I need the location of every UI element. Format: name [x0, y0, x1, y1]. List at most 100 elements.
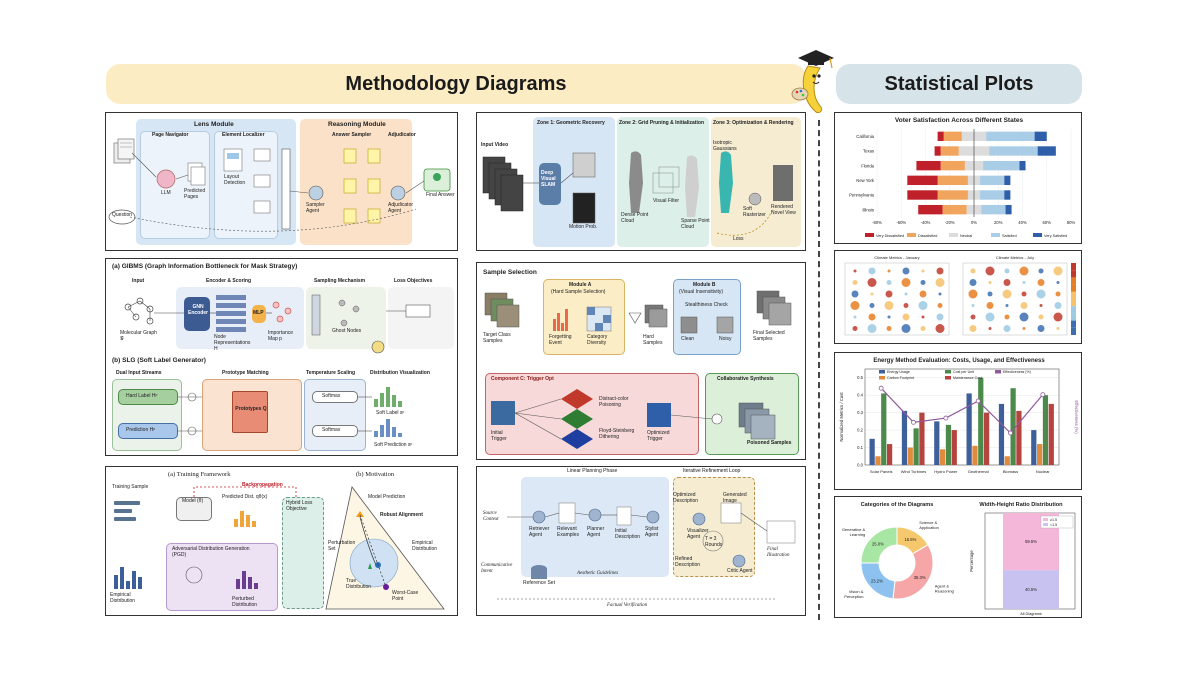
voter-bar-dissatisfied [937, 190, 968, 200]
stylist-label: Stylist Agent [645, 526, 659, 538]
climate-panel-title: Climate Metrics - July [996, 255, 1034, 260]
motivation-title: (b) Motivation [356, 471, 395, 478]
predicted-pages-label: Predicted Pages [184, 188, 206, 200]
climate-colorbar-cell [1071, 284, 1076, 292]
climate-dot [935, 324, 945, 333]
perturbation-set-label: Perturbation Set [328, 540, 356, 552]
element-localizer-title: Element Localizer [222, 132, 265, 138]
energy-category-label: Wind Turbines [901, 469, 927, 474]
voter-bar-satisfied [980, 190, 1005, 200]
pie-category-label: Reasoning [935, 588, 954, 593]
final-selected-label: Final Selected Samples [753, 330, 785, 342]
sparse-point-cloud-label: Sparse Point Cloud [681, 218, 710, 230]
voter-category-label: Texas [863, 149, 874, 154]
gibms-title: (a) GIBMS (Graph Information Bottleneck … [112, 263, 298, 270]
prediction-box [118, 423, 178, 439]
energy-category-label: Hydro Power [934, 469, 958, 474]
optimized-trigger-label: Optimized Trigger [647, 430, 670, 442]
climate-dot [1003, 325, 1011, 332]
module-b-sub: (Visual Insensitivity) [679, 289, 724, 295]
climate-panel-title: Climate Metrics - January [874, 255, 919, 260]
voter-tick-label: 60% [1043, 220, 1052, 225]
module-a-sub: (Hard Sample Selection) [551, 289, 606, 295]
diagram-panel-planning: Linear Planning Phase Iterative Refineme… [476, 466, 806, 616]
climate-dot [921, 315, 925, 319]
climate-dot [870, 292, 874, 296]
climate-colorbar-cell [1071, 306, 1076, 314]
training-sample-label: Training Sample [112, 484, 149, 490]
initial-trigger-label: Initial Trigger [491, 430, 507, 442]
voter-legend-swatch [991, 233, 1000, 237]
statistical-banner-title: Statistical Plots [884, 72, 1034, 95]
slg-distribution-art [178, 387, 402, 437]
energy-ytick-label: 0.5 [857, 375, 863, 380]
empirical-dist-label: Empirical Distribution [412, 540, 438, 552]
climate-dot [920, 326, 926, 331]
dense-point-cloud-label: Dense Point Cloud [621, 212, 649, 224]
climate-colorbar-cell [1071, 270, 1076, 278]
climate-dot [986, 302, 994, 309]
climate-dot [987, 291, 993, 297]
ratio-value-lower: 40.5% [1025, 587, 1037, 592]
voter-bar-very-dissatisfied [907, 175, 938, 186]
voter-category-label: New York [856, 178, 875, 183]
gibms-input-header: Input [132, 278, 145, 284]
climate-dot [852, 280, 858, 285]
voter-bar-very-dissatisfied [907, 190, 938, 200]
generated-image-label: Generated Image [723, 492, 747, 504]
voter-bar-very-dissatisfied [918, 204, 943, 215]
retriever-label: Retriever Agent [529, 526, 550, 538]
hard-label-box [118, 389, 178, 405]
final-illustration-label: Final Illustration [767, 547, 790, 558]
final-answer-label: Final Answer [426, 192, 455, 198]
pie-category-label: Learning [850, 532, 866, 537]
section-divider [818, 120, 820, 620]
climate-dot [850, 301, 860, 310]
climate-colorbar-cell [1071, 263, 1076, 271]
energy-bar [983, 412, 990, 465]
soft-rasterizer-label: Soft Rasterizer [743, 206, 766, 218]
distribution-vis-header: Distribution Visualization [370, 370, 430, 376]
energy-y2label: Effectiveness (%) [1074, 400, 1079, 434]
climate-colorbar-cell [1071, 327, 1076, 335]
iterative-loop-region [673, 477, 755, 577]
aesthetic-label: Aesthetic Guidelines [577, 571, 619, 576]
noisy-label: Noisy [719, 336, 732, 342]
voter-tick-label: -40% [921, 220, 931, 225]
climate-dot [1056, 281, 1060, 284]
page-navigator-title: Page Navigator [152, 132, 189, 138]
climate-panel-frame [962, 262, 1068, 336]
planning-art [497, 502, 796, 600]
energy-effectiveness-line [880, 387, 1044, 434]
voter-legend-label: Neutral [960, 234, 972, 238]
slam-label: Deep Visual SLAM [541, 170, 556, 188]
energy-bar [934, 421, 940, 465]
backprop-label: Backpropagation [242, 482, 283, 488]
soft-label-text: Soft Label sᵖ [376, 410, 405, 416]
climate-dot [1039, 304, 1043, 307]
input-video-label: Input Video [481, 142, 509, 148]
climate-dot [918, 301, 928, 310]
climate-colorbar-cell [1071, 277, 1076, 285]
rendered-view-label: Rendered Novel View [771, 204, 796, 216]
climate-dot [903, 303, 909, 308]
climate-dot [886, 280, 892, 285]
climate-dot [853, 315, 857, 319]
energy-effectiveness-point [878, 385, 884, 391]
pie-slice [896, 526, 929, 555]
energy-effectiveness-point [943, 415, 949, 421]
hard-label-text: Hard Label Hᵖ [126, 393, 158, 399]
climate-dot [988, 281, 992, 284]
adversarial-region [166, 543, 278, 611]
training-motivation-art [114, 486, 445, 610]
climate-dot [1054, 302, 1062, 309]
energy-bar [913, 428, 919, 465]
climate-dot [1004, 314, 1010, 320]
voter-bar-very-dissatisfied [934, 146, 941, 156]
climate-dot [1056, 327, 1060, 330]
visual-filter-label: Visual Filter [653, 198, 680, 204]
llm-label: LLM [161, 190, 171, 196]
